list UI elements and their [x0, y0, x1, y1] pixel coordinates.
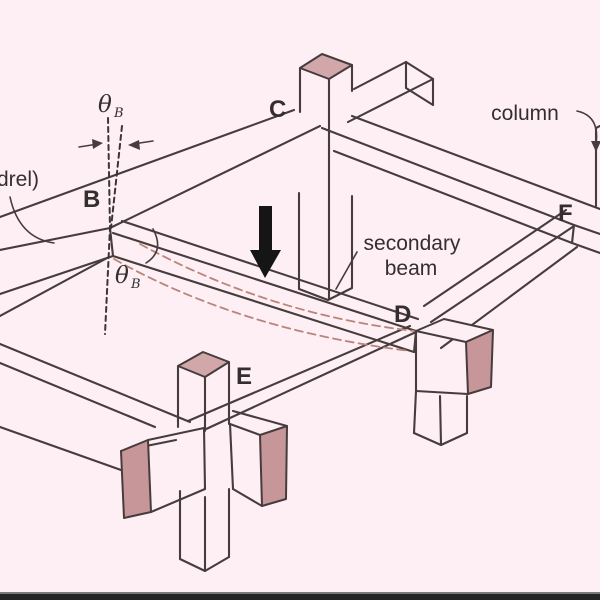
bottom-scan-bar: [0, 592, 600, 600]
secondary-beam-leader-line: [335, 251, 358, 290]
labels: θ B θ B B C D E F secondary beam column …: [0, 92, 573, 390]
load-arrow: [250, 206, 281, 278]
column-axis-dashed-lines: [104, 117, 123, 335]
theta-b-top-sub: B: [113, 106, 124, 121]
edge-beam-west: [0, 254, 115, 318]
column-below-e: [178, 487, 231, 573]
joint-label-b: B: [83, 186, 100, 213]
beam-stub-east-at-e: [228, 409, 289, 508]
edge-beam-south: [0, 342, 192, 472]
spandrel-leader-line: [9, 196, 55, 244]
column-below-d: [412, 389, 469, 447]
secondary-beam-label-line1: secondary: [364, 232, 461, 255]
theta-b-joint-sub: B: [130, 277, 141, 292]
theta-b-joint-symbol: θ: [115, 263, 129, 289]
secondary-beam: [111, 219, 420, 354]
theta-arc: [145, 228, 159, 264]
joint-label-d: D: [394, 301, 411, 328]
column-above-c: [298, 53, 354, 301]
beam-stub-south-at-e: [119, 426, 207, 519]
spandrel-label-partial: drel): [0, 168, 39, 191]
stub-south-end-face: [120, 439, 152, 519]
column-above-e: [176, 351, 231, 433]
beam-stub-at-d: [414, 318, 494, 396]
column-label: column: [491, 102, 559, 125]
theta-b-top-symbol: θ: [98, 92, 112, 118]
stub-east-end-face: [259, 425, 288, 507]
spandrel-stub-beyond-c: [346, 60, 435, 124]
joint-label-e: E: [236, 363, 252, 390]
column-below-c: [297, 191, 354, 302]
column-leader-arrow: [576, 110, 600, 152]
stub-d-end-face: [465, 329, 494, 395]
deflection-curves: [113, 243, 415, 352]
joint-label-c: C: [269, 96, 286, 123]
angle-arrows: [78, 139, 154, 150]
secondary-beam-label-line2: beam: [385, 257, 438, 280]
joint-label-f: F: [558, 200, 573, 227]
